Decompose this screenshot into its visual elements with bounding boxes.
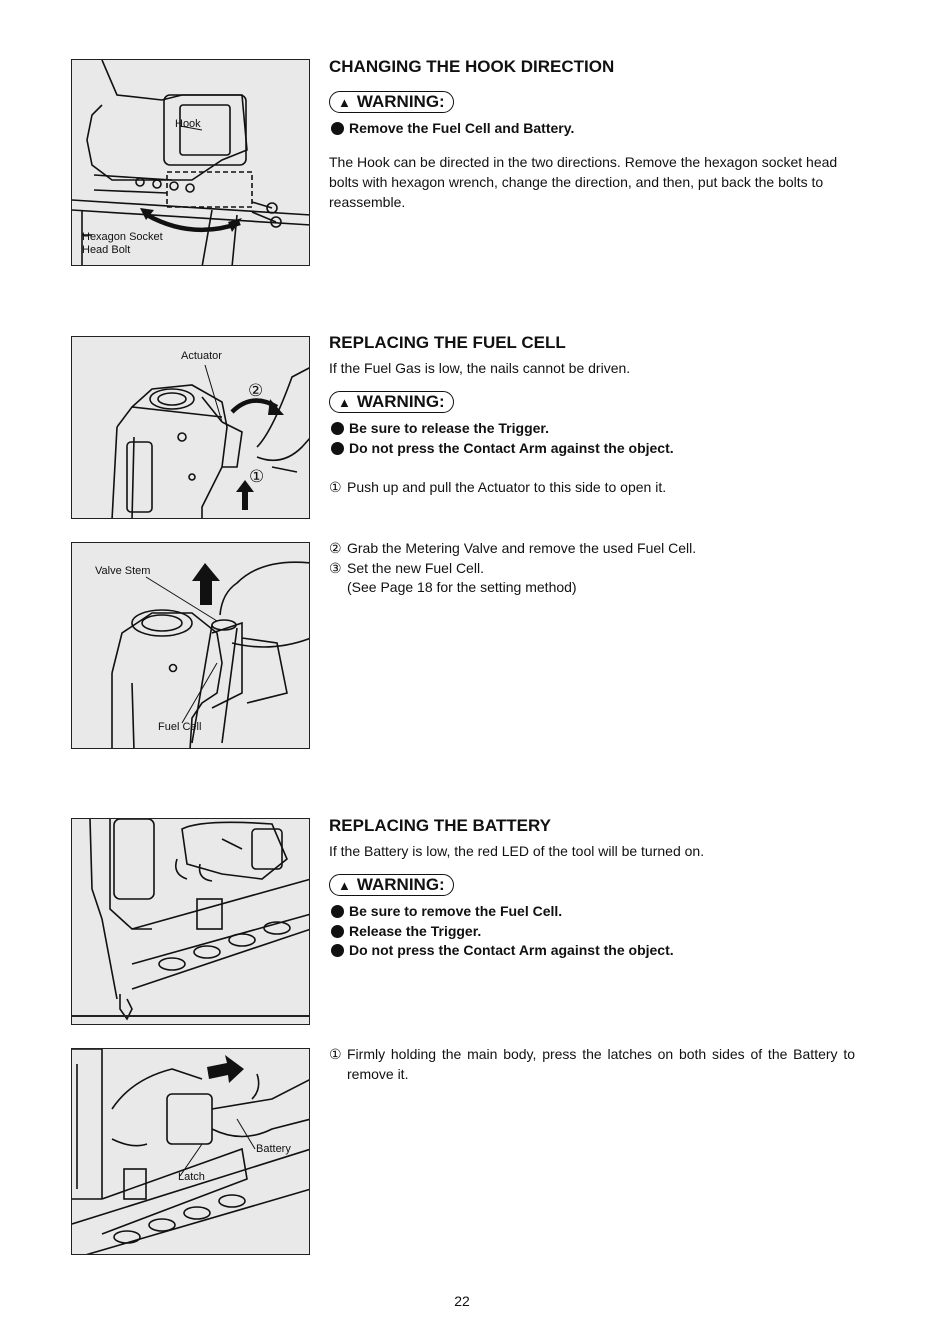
warning-badge: ▲ WARNING: bbox=[329, 874, 454, 896]
bullet-dot-icon bbox=[331, 122, 344, 135]
warning-bullet: Do not press the Contact Arm against the… bbox=[329, 439, 855, 459]
actuator-figure: Actuator ② ① bbox=[71, 336, 310, 519]
latch-callout: Latch bbox=[178, 1171, 205, 1183]
actuator-illustration bbox=[111, 364, 309, 518]
battery-steps: ① Firmly holding the main body, press th… bbox=[329, 1045, 855, 1084]
battery-section: REPLACING THE BATTERY If the Battery is … bbox=[329, 816, 855, 961]
actuator-step1-callout: ① bbox=[249, 467, 265, 486]
battery-intro: If the Battery is low, the red LED of th… bbox=[329, 843, 705, 859]
hook-figure: Hook Hexagon Socket Head Bolt bbox=[71, 59, 310, 266]
warning-bullet: Do not press the Contact Arm against the… bbox=[329, 941, 855, 961]
warning-bullet: Be sure to remove the Fuel Cell. bbox=[329, 902, 855, 922]
step-text: Push up and pull the Actuator to this si… bbox=[347, 479, 667, 495]
step-number: ③ bbox=[329, 559, 342, 576]
warning-triangle-icon: ▲ bbox=[338, 877, 351, 893]
bullet-dot-icon bbox=[331, 924, 344, 938]
valve-illustration bbox=[111, 561, 309, 748]
warning-bullet-text: Release the Trigger. bbox=[349, 922, 482, 939]
fuel-steps-continued: ② Grab the Metering Valve and remove the… bbox=[329, 539, 855, 598]
fuel-intro: If the Fuel Gas is low, the nails cannot… bbox=[329, 360, 631, 376]
warning-bullet-text: Remove the Fuel Cell and Battery. bbox=[349, 120, 575, 136]
step-item: ① Firmly holding the main body, press th… bbox=[329, 1045, 855, 1084]
hook-section: CHANGING THE HOOK DIRECTION ▲ WARNING: R… bbox=[329, 57, 855, 212]
battery-figure-2: Battery Latch bbox=[71, 1048, 310, 1255]
hook-callout: Hook bbox=[175, 118, 201, 130]
step-number: ① bbox=[329, 1046, 342, 1062]
warning-badge: ▲ WARNING: bbox=[329, 91, 454, 113]
step-text: Firmly holding the main body, press the … bbox=[347, 1046, 855, 1082]
step-item: ① Push up and pull the Actuator to this … bbox=[329, 478, 855, 498]
bullet-dot-icon bbox=[331, 441, 344, 455]
battery-illustration-2 bbox=[72, 1049, 309, 1254]
step-note: (See Page 18 for the setting method) bbox=[329, 578, 855, 598]
warning-label: WARNING: bbox=[356, 392, 445, 411]
battery-title: REPLACING THE BATTERY bbox=[329, 816, 551, 835]
warning-bullet: Be sure to release the Trigger. bbox=[329, 419, 855, 439]
step-number: ① bbox=[329, 479, 342, 495]
bullet-dot-icon bbox=[331, 422, 344, 435]
actuator-step2-callout: ② bbox=[248, 381, 264, 400]
hex-bolt-callout-line1: Hexagon Socket bbox=[82, 231, 163, 243]
warning-bullet-text: Do not press the Contact Arm against the… bbox=[349, 439, 674, 456]
fuel-title: REPLACING THE FUEL CELL bbox=[329, 333, 566, 352]
warning-bullet-text: Do not press the Contact Arm against the… bbox=[349, 942, 674, 958]
warning-triangle-icon: ▲ bbox=[338, 94, 351, 110]
step-text: Grab the Metering Valve and remove the u… bbox=[347, 540, 697, 556]
warning-bullet-text: Be sure to release the Trigger. bbox=[349, 420, 549, 436]
bullet-dot-icon bbox=[331, 905, 344, 918]
hook-title: CHANGING THE HOOK DIRECTION bbox=[329, 57, 615, 76]
bullet-dot-icon bbox=[331, 944, 344, 957]
step-number: ② bbox=[329, 540, 342, 556]
warning-bullet-text: Be sure to remove the Fuel Cell. bbox=[349, 903, 563, 919]
warning-bullet: Remove the Fuel Cell and Battery. bbox=[329, 119, 855, 139]
warning-badge: ▲ WARNING: bbox=[329, 391, 454, 413]
step-item: ③ Set the new Fuel Cell. bbox=[329, 559, 855, 579]
warning-label: WARNING: bbox=[356, 92, 445, 111]
fuel-section: REPLACING THE FUEL CELL If the Fuel Gas … bbox=[329, 333, 855, 498]
warning-bullet: Release the Trigger. bbox=[329, 922, 855, 942]
battery-illustration-1 bbox=[72, 819, 309, 1021]
warning-triangle-icon: ▲ bbox=[338, 394, 351, 410]
actuator-callout: Actuator bbox=[181, 350, 222, 362]
page-number: 22 bbox=[454, 1293, 470, 1309]
step-item: ② Grab the Metering Valve and remove the… bbox=[329, 539, 855, 559]
hook-body: The Hook can be directed in the two dire… bbox=[329, 153, 838, 210]
hook-illustration bbox=[72, 60, 309, 265]
warning-label: WARNING: bbox=[356, 875, 445, 894]
hex-bolt-callout-line2: Head Bolt bbox=[82, 244, 131, 256]
battery-figure-1 bbox=[71, 818, 310, 1025]
fuel-cell-callout: Fuel Cell bbox=[158, 721, 202, 733]
valve-figure: Valve Stem Fuel Cell bbox=[71, 542, 310, 749]
valve-stem-callout: Valve Stem bbox=[95, 565, 151, 577]
step-note-text: (See Page 18 for the setting method) bbox=[347, 579, 577, 595]
battery-callout: Battery bbox=[256, 1143, 291, 1155]
step-text: Set the new Fuel Cell. bbox=[347, 559, 484, 576]
